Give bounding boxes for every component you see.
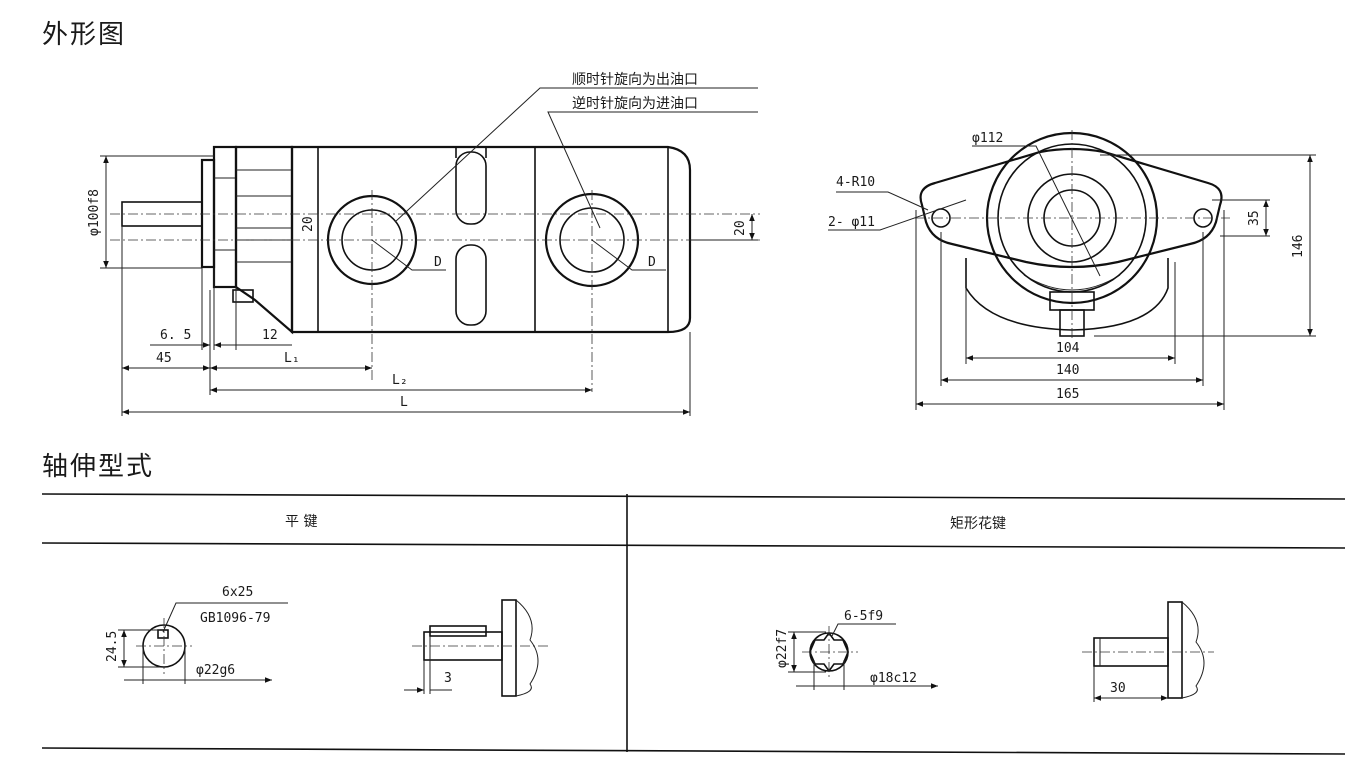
dim-L1: L₁ (284, 351, 300, 366)
dim-12: 12 (262, 328, 278, 343)
flange-section-right (1167, 601, 1183, 699)
dia-22g6: φ22g6 (196, 663, 235, 678)
port-right-label: D (648, 255, 656, 270)
pump-body (290, 145, 692, 334)
dim-30: 30 (1110, 681, 1126, 696)
dim-24-5: 24.5 (105, 631, 120, 662)
spline-spec: 6-5f9 (844, 609, 883, 624)
dim-35: 35 (1247, 210, 1262, 226)
dim-3: 3 (444, 671, 452, 686)
dim-L: L (400, 395, 408, 410)
dim-6-5: 6. 5 (160, 328, 191, 343)
dim-45: 45 (156, 351, 172, 366)
dim-20-right: 20 (733, 220, 748, 236)
dim-pilot-dia: φ100f8 (87, 189, 102, 236)
pilot-flange (200, 158, 216, 269)
mounting-flange (212, 145, 238, 289)
dim-146: 146 (1291, 235, 1306, 258)
dim-L2: L₂ (392, 373, 408, 388)
flat-key-side (429, 625, 487, 637)
dim-104: 104 (1056, 341, 1080, 356)
key-std: GB1096-79 (200, 611, 270, 626)
dia-18c12: φ18c12 (870, 671, 917, 686)
callout-in-text: 逆时针旋向为进油口 (572, 96, 698, 112)
dim-holes: 2- φ11 (828, 215, 875, 230)
front-cover (234, 145, 294, 335)
outline-heading: 外形图 (42, 20, 127, 50)
callout-leader-in (547, 111, 758, 229)
dia-22f7: φ22f7 (775, 629, 790, 668)
shaft-type-heading: 轴伸型式 (42, 452, 155, 482)
col-spline: 矩形花键 (950, 516, 1006, 532)
callout-out-text: 顺时针旋向为出油口 (572, 72, 698, 88)
drain-boss (232, 289, 254, 303)
flange-section-left (501, 599, 517, 697)
key-size: 6x25 (222, 585, 253, 600)
dim-r10: 4-R10 (836, 175, 875, 190)
front-view: 顺时针旋向为出油口 逆时针旋向为进油口 D D φ100f8 20 20 6. … (87, 72, 760, 416)
dim-dia-112: φ112 (972, 131, 1003, 146)
port-left-label: D (434, 255, 442, 270)
col-flat-key: 平 键 (285, 514, 317, 530)
flat-key-slot (157, 629, 169, 639)
dim-20-left: 20 (301, 216, 316, 232)
body-slot-top (455, 151, 487, 225)
mounting-flange-outline (919, 147, 1223, 269)
callout-leader-out (394, 87, 758, 223)
pump-body-profile (965, 258, 1169, 331)
body-slot-bottom (455, 244, 487, 326)
shaft-type-table: 平 键 矩形花键 6x25 GB1096-79 24.5 φ22g6 3 (41, 493, 1346, 755)
dim-165: 165 (1056, 387, 1079, 402)
side-view: φ112 4-R10 2- φ11 35 146 104 140 165 (828, 130, 1316, 410)
dim-140: 140 (1056, 363, 1079, 378)
